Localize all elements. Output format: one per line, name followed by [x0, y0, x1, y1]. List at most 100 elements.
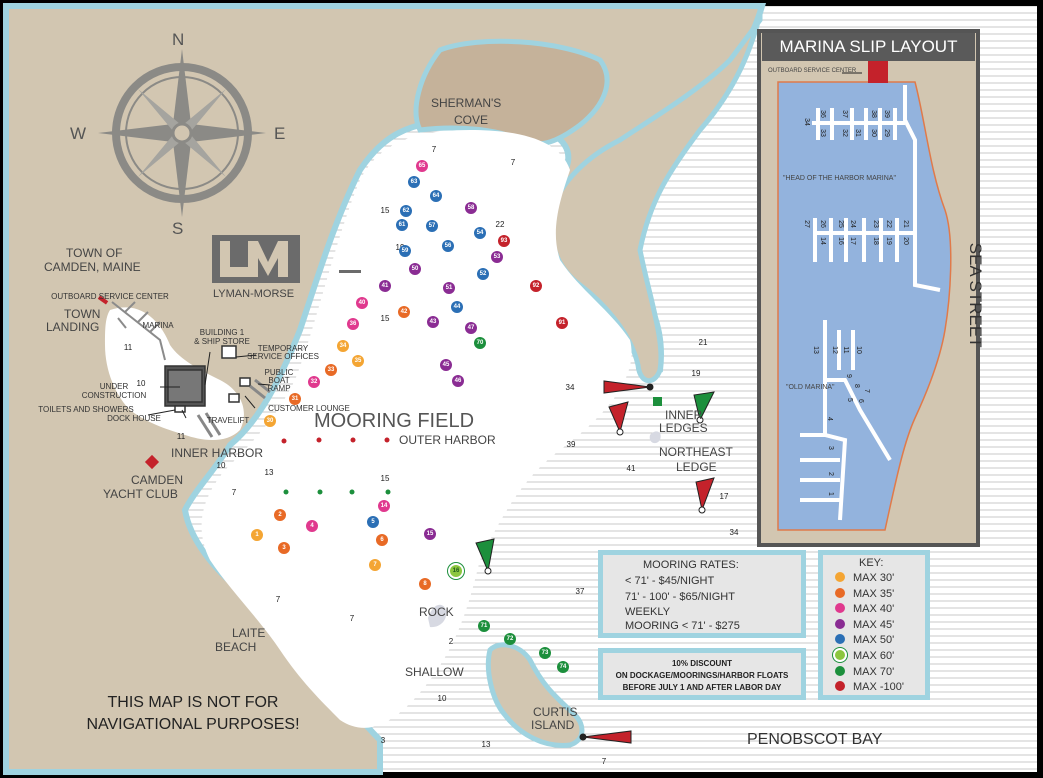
head-of-harbor-docks	[812, 85, 941, 292]
shallow-label: SHALLOW	[405, 665, 464, 679]
mooring-63: 63	[408, 176, 420, 188]
key-item: MAX 60'	[835, 650, 894, 662]
slip-layout-water	[777, 81, 952, 531]
depth-sounding: 13	[481, 740, 491, 750]
mooring-93: 93	[498, 235, 510, 247]
land-east-point	[547, 3, 766, 384]
slip-number: 13	[812, 346, 820, 354]
northeast-ledge-label-1: NORTHEAST	[659, 445, 733, 459]
navigation-warning: THIS MAP IS NOT FOR NAVIGATIONAL PURPOSE…	[58, 692, 328, 735]
mooring-6: 6	[376, 534, 388, 546]
facility-label: OUTBOARD SERVICE CENTER	[51, 292, 169, 302]
sea-street-label: SEA STREET	[966, 242, 986, 348]
depth-sounding: 10	[136, 379, 146, 389]
mooring-71: 71	[478, 620, 490, 632]
outer-harbor-label: OUTER HARBOR	[399, 433, 496, 447]
slip-number: 21	[902, 220, 910, 228]
mooring-64: 64	[430, 190, 442, 202]
key-item: MAX -100'	[835, 681, 904, 693]
slip-number: 34	[803, 118, 811, 126]
mooring-41: 41	[379, 280, 391, 292]
key-swatch	[835, 634, 845, 645]
compass-n-label: N	[172, 30, 185, 49]
facility-label: SERVICE OFFICES	[247, 352, 319, 362]
green-can-buoy	[693, 391, 715, 424]
camden-yc-label-1: CAMDEN	[131, 473, 184, 487]
key-title: KEY:	[859, 557, 884, 569]
northeast-ledge-label-2: LEDGE	[676, 460, 717, 474]
yacht-club-marker	[144, 454, 160, 470]
facility-label: DOCK HOUSE	[107, 414, 161, 424]
key-swatch	[835, 665, 845, 676]
green-daymark	[653, 397, 662, 406]
mooring-32: 32	[308, 376, 320, 388]
inner-ledges-label-2: LEDGES	[659, 421, 708, 435]
key-item: MAX 70'	[835, 665, 894, 678]
mooring-73: 73	[539, 647, 551, 659]
mooring-58: 58	[465, 202, 477, 214]
discount-line-3: BEFORE JULY 1 AND AFTER LABOR DAY	[622, 683, 782, 692]
mooring-61: 61	[396, 219, 408, 231]
rates-line-1: < 71' - $45/NIGHT	[625, 575, 715, 587]
mooring-72: 72	[504, 633, 516, 645]
mooring-47: 47	[465, 322, 477, 334]
slip-number: 20	[902, 237, 910, 245]
slip-number: 16	[837, 237, 845, 245]
slip-number: 14	[819, 237, 827, 245]
mooring-36: 36	[347, 318, 359, 330]
depth-sounding: 17	[719, 492, 729, 502]
slip-number: 8	[853, 384, 861, 388]
mooring-5: 5	[367, 516, 379, 528]
slip-number: 22	[885, 220, 893, 228]
mooring-40: 40	[356, 297, 368, 309]
inner-harbor-label: INNER HARBOR	[171, 446, 264, 460]
facility-label: TEMPORARY	[257, 344, 309, 354]
depth-sounding: 39	[566, 440, 576, 450]
discount-line-1: 10% DISCOUNT	[671, 659, 732, 668]
key-swatch	[835, 603, 845, 614]
rates-line-3: WEEKLY	[625, 606, 671, 618]
depth-sounding: 21	[698, 338, 708, 348]
lyman-morse-buildings	[164, 345, 251, 413]
mooring-16: 16	[450, 565, 462, 577]
mooring-3: 3	[278, 542, 290, 554]
slip-number: 3	[827, 446, 835, 450]
slip-number: 6	[857, 399, 865, 403]
mooring-54: 54	[474, 227, 486, 239]
slip-number: 12	[831, 346, 839, 354]
facility-label: BUILDING 1	[199, 328, 245, 338]
mooring-56: 56	[442, 240, 454, 252]
outer-harbor-floats-green	[283, 489, 391, 495]
slip-number: 26	[819, 220, 827, 228]
depth-sounding: 7	[349, 614, 355, 624]
slip-number: 32	[841, 129, 849, 137]
northeast-ledge-hazard	[649, 431, 661, 444]
marina-slip-layout-panel	[757, 29, 980, 547]
key-panel: KEY: MAX 30'MAX 35'MAX 40'MAX 45'MAX 50'…	[818, 550, 930, 700]
facility-label: CONSTRUCTION	[81, 391, 147, 401]
slip-number: 7	[863, 389, 871, 393]
slip-number: 31	[854, 129, 862, 137]
mooring-44: 44	[451, 301, 463, 313]
depth-sounding: 15	[380, 206, 390, 216]
depth-sounding: 34	[565, 383, 575, 393]
travelift-icon	[196, 412, 222, 438]
slip-number: 23	[872, 220, 880, 228]
mooring-46: 46	[452, 375, 464, 387]
mooring-45: 45	[440, 359, 452, 371]
lyman-morse-logo	[212, 235, 300, 283]
mooring-52: 52	[477, 268, 489, 280]
mooring-8: 8	[419, 578, 431, 590]
mooring-14: 14	[378, 500, 390, 512]
key-label: MAX 40'	[853, 603, 895, 616]
camden-yc-label-2: YACHT CLUB	[103, 487, 178, 501]
depth-sounding: 10	[437, 694, 447, 704]
rates-title: MOORING RATES:	[643, 559, 739, 571]
facility-label: TOILETS AND SHOWERS	[38, 405, 134, 415]
depth-sounding: 22	[495, 220, 505, 230]
facility-label: MARINA	[142, 321, 174, 331]
depth-sounding: 15	[380, 474, 390, 484]
facility-label: UNDER	[99, 382, 129, 392]
facility-label: CUSTOMER LOUNGE	[268, 404, 350, 414]
mooring-2: 2	[274, 509, 286, 521]
